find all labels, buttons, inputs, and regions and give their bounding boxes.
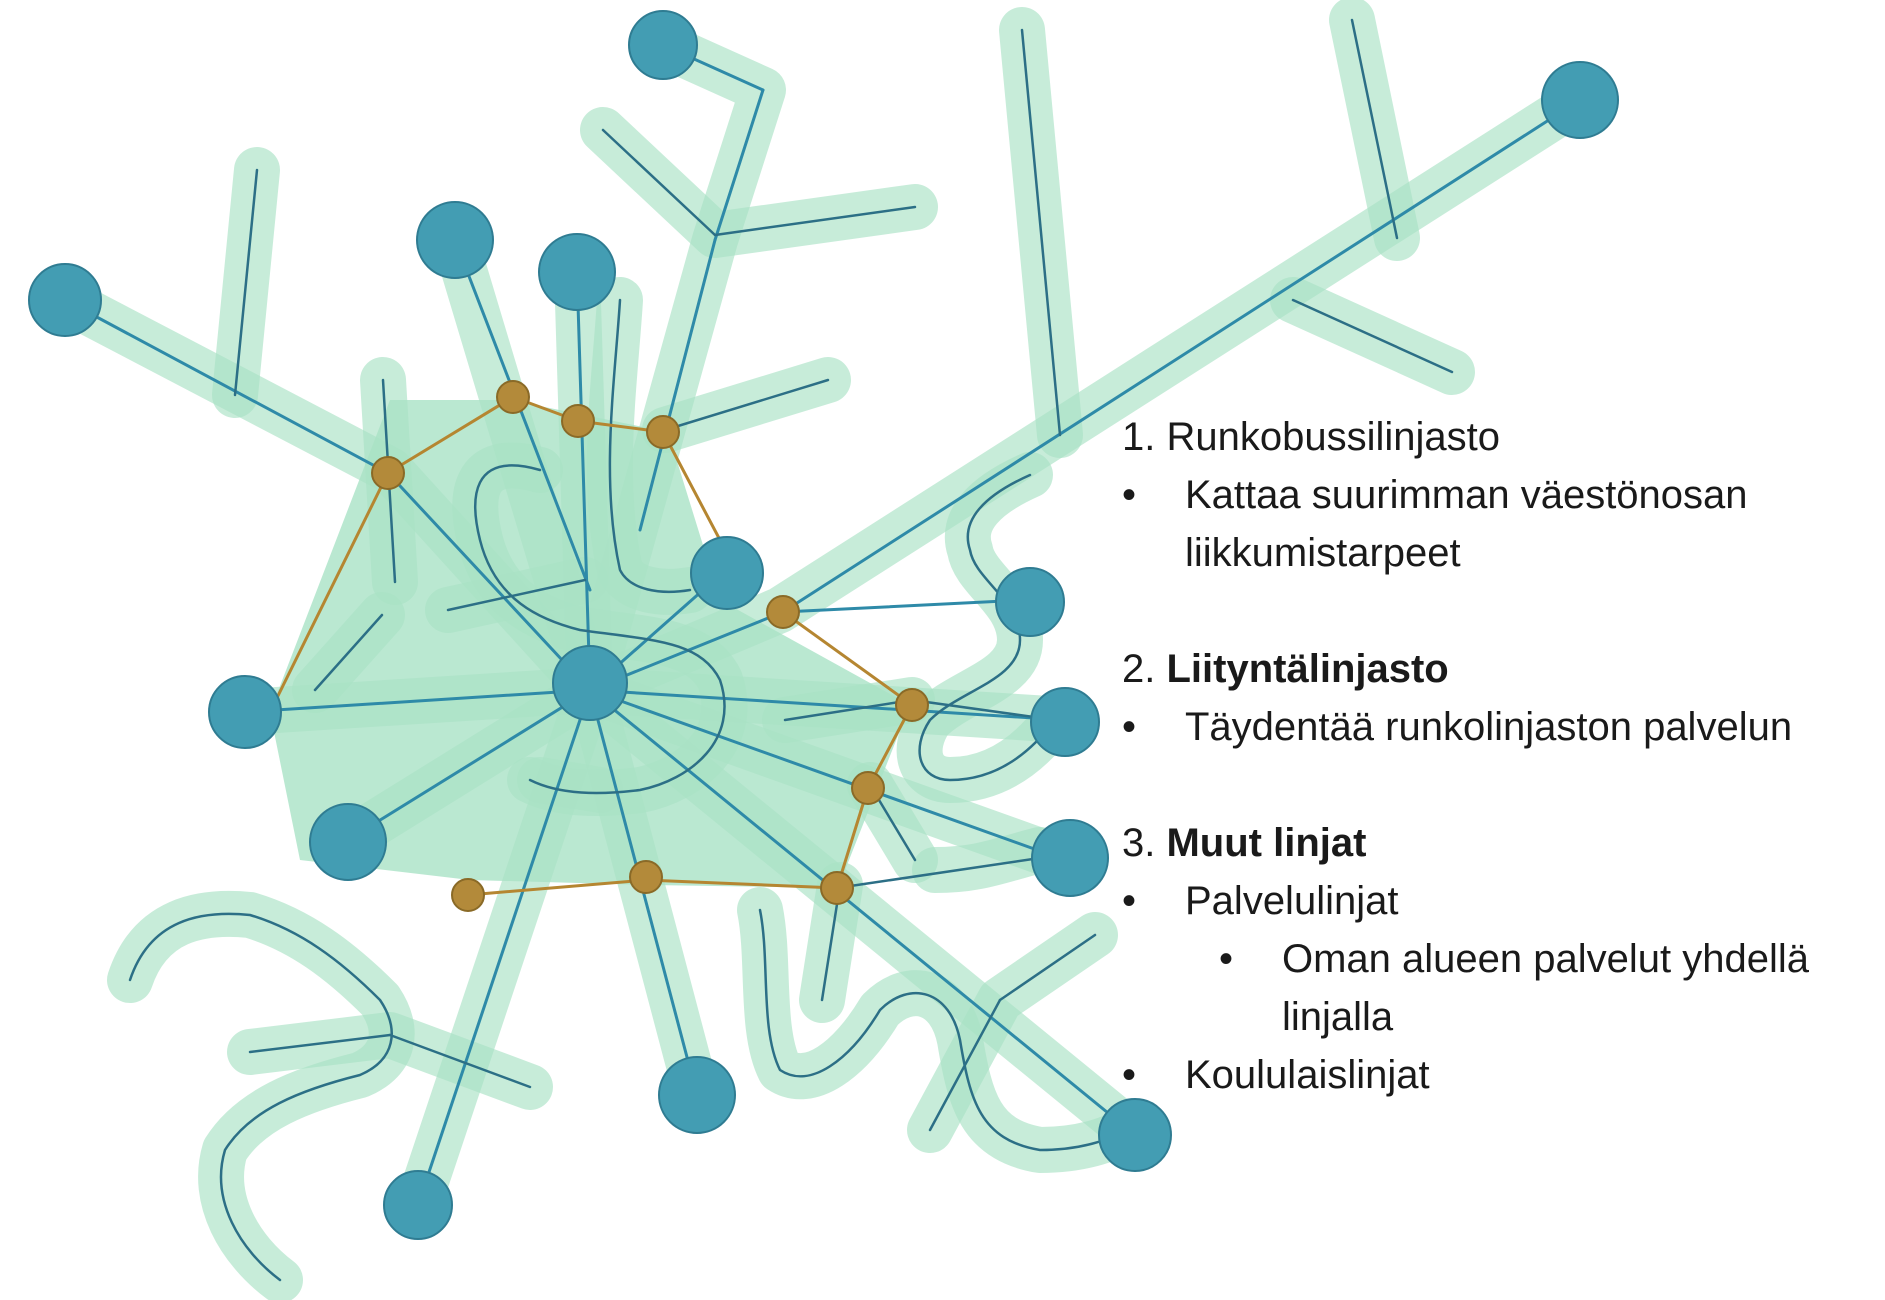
hub-central	[552, 645, 628, 721]
stop-10	[451, 878, 485, 912]
branch-line-19	[835, 853, 1062, 890]
branch-line-10	[446, 578, 587, 612]
branch-line-2	[1020, 28, 1062, 437]
hub-nw	[28, 263, 102, 337]
trunk-line-north-a	[453, 238, 592, 592]
hub-e2	[1030, 687, 1100, 757]
legend-section-2: 2. Liityntälinjasto Täydentää runkolinja…	[1122, 640, 1882, 756]
loop-band-4	[912, 827, 1063, 893]
hub-n1	[416, 201, 494, 279]
trunk-line-top2	[713, 88, 765, 242]
branch-line-7	[663, 378, 830, 432]
hub-ne	[1541, 61, 1619, 139]
legend-bullet: Kattaa suurimman väestönosan liikkumista…	[1122, 466, 1882, 582]
loop-band-5	[107, 890, 415, 1300]
trunk-line-east-b	[588, 688, 1067, 862]
service-loop-3	[918, 473, 1057, 782]
stop-5	[766, 595, 800, 629]
feeder-line-north	[268, 395, 722, 713]
branch-line-1	[233, 168, 259, 397]
legend-section-number: 3.	[1122, 821, 1156, 865]
legend-subbullet: Oman alueen palvelut yhdellä linjalla	[1219, 930, 1882, 1046]
hub-s	[658, 1056, 736, 1134]
trunk-line-west	[63, 298, 390, 475]
stop-1	[371, 456, 405, 490]
legend: 1. Runkobussilinjasto Kattaa suurimman v…	[1122, 408, 1882, 1104]
feeder-line-east	[782, 610, 914, 889]
legend-section-title: Muut linjat	[1166, 821, 1367, 865]
branch-line-17	[388, 1033, 532, 1089]
service-loop-1	[474, 464, 726, 795]
hub-e1	[995, 567, 1065, 637]
trunk-line-sw	[346, 688, 592, 842]
trunk-line-southwest	[416, 688, 592, 1207]
branch-line-11	[783, 698, 914, 722]
hub-n3	[628, 10, 698, 80]
hub-mid-n	[690, 536, 764, 610]
service-loop-5	[758, 908, 1127, 1152]
stop-3	[561, 404, 595, 438]
hub-se	[1098, 1098, 1172, 1172]
trunk-line-top3	[638, 238, 717, 532]
trunk-line-west2	[243, 688, 592, 714]
trunk-line-east-a	[588, 688, 1067, 722]
trunk-line-north-b	[575, 270, 592, 692]
legend-section-3: 3. Muut linjat Palvelulinjat Oman alueen…	[1122, 814, 1882, 1104]
hub-w1	[208, 675, 282, 749]
legend-bullet: Koululaislinjat	[1122, 1046, 1882, 1104]
legend-section-title: Runkobussilinjasto	[1166, 415, 1500, 459]
stop-6	[895, 688, 929, 722]
branch-line-4	[1291, 298, 1454, 374]
service-loop-2	[608, 298, 692, 594]
hub-sw	[383, 1170, 453, 1240]
branch-line-15	[998, 933, 1097, 1002]
service-loop-4	[128, 912, 393, 1282]
branch-line-16	[248, 1033, 392, 1054]
stop-2	[496, 380, 530, 414]
hub-w2	[309, 803, 387, 881]
hub-n2	[538, 233, 616, 311]
legend-section-1: 1. Runkobussilinjasto Kattaa suurimman v…	[1122, 408, 1882, 582]
hubs	[28, 10, 1619, 1240]
legend-section-title: Liityntälinjasto	[1166, 647, 1449, 691]
trunk-line-southeast	[588, 688, 1137, 1137]
legend-bullet: Palvelulinjat	[1122, 872, 1882, 930]
branch-line-5	[601, 128, 717, 237]
hub-e3	[1031, 819, 1109, 897]
branch-line-3	[1350, 18, 1399, 240]
trunk-line-west-inner	[386, 471, 592, 692]
trunk-line-e-stop	[781, 598, 1027, 614]
legend-section-number: 2.	[1122, 647, 1156, 691]
legend-bullet: Täydentää runkolinjaston palvelun	[1122, 698, 1882, 756]
branch-line-9	[313, 613, 384, 692]
stops	[371, 380, 929, 912]
stop-4	[646, 415, 680, 449]
branch-line-6	[713, 205, 917, 237]
stop-8	[820, 871, 854, 905]
legend-section-number: 1.	[1122, 415, 1156, 459]
trunk-line-northeast-outer	[781, 98, 1582, 614]
trunk-lines	[63, 43, 1582, 1207]
stop-9	[629, 860, 663, 894]
stop-7	[851, 771, 885, 805]
